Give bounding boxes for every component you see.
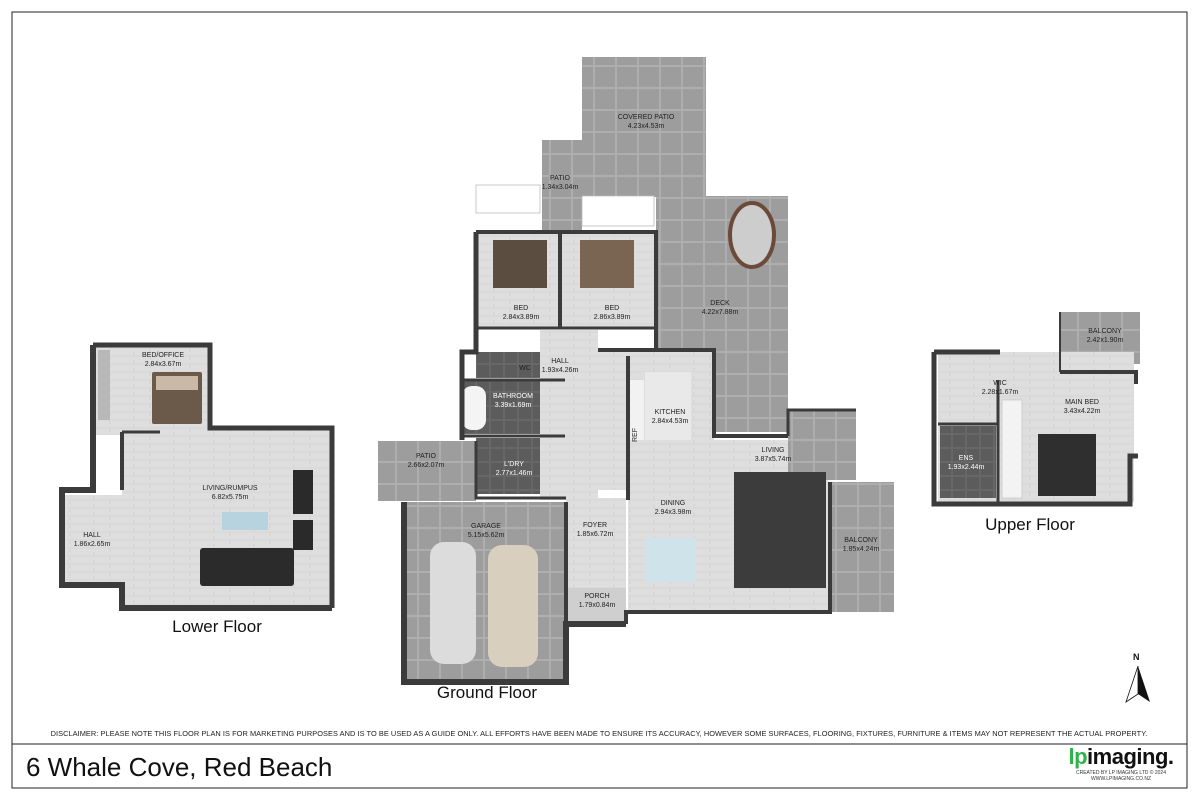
page-frame	[11, 11, 1188, 789]
room-dims-kitchen: 2.84x4.53m	[652, 418, 689, 425]
room-label-wic: WIC	[993, 380, 1007, 387]
garage-car-2	[488, 545, 538, 667]
logo-credit: CREATED BY LP IMAGING LTD © 2024	[1075, 770, 1166, 776]
lower-floor-plan	[59, 342, 335, 611]
bed-2	[580, 240, 634, 288]
room-label-living: LIVING	[762, 447, 785, 454]
room-dims-ldry: 2.77x1.46m	[496, 470, 533, 477]
floor-title-ground: Ground Floor	[437, 683, 537, 702]
deck-outdoor-lounge	[728, 201, 776, 269]
room-dims-balcony-upper: 2.42x1.90m	[1087, 337, 1124, 344]
room-dims-garage: 5.15x5.62m	[468, 532, 505, 539]
room-label-main-bed: MAIN BED	[1065, 399, 1099, 406]
room-dims-wic: 2.28x1.67m	[982, 389, 1019, 396]
room-dims-porch: 1.79x0.84m	[579, 602, 616, 609]
room-label-patio-left: PATIO	[416, 453, 437, 460]
room-label-bathroom: BATHROOM	[493, 393, 533, 400]
room-label-hall-lower: HALL	[83, 532, 101, 539]
floor-title-lower: Lower Floor	[172, 617, 262, 636]
room-dims-hall-ground: 1.93x4.26m	[542, 367, 579, 374]
room-dims-balcony-ground: 1.85x4.24m	[843, 546, 880, 553]
room-label-wc: WC	[519, 365, 531, 372]
room-label-covered-patio: COVERED PATIO	[618, 114, 675, 121]
room-dims-patio-top: 1.34x3.04m	[542, 184, 579, 191]
room-label-bed-2: BED	[605, 305, 619, 312]
room-label-bed-1: BED	[514, 305, 528, 312]
room-dims-living-rumpus: 6.82x5.75m	[212, 494, 249, 501]
room-label-ref: REF	[632, 428, 639, 442]
logo-website[interactable]: WWW.LPIMAGING.CO.NZ	[1091, 776, 1151, 782]
upper-floor-plan	[931, 312, 1140, 507]
room-label-balcony-upper: BALCONY	[1088, 328, 1122, 335]
floor-title-upper: Upper Floor	[985, 515, 1075, 534]
room-label-hall-ground: HALL	[551, 358, 569, 365]
room-dims-living: 3.87x5.74m	[755, 456, 792, 463]
logo-lp: lp	[1068, 744, 1088, 769]
room-label-dining: DINING	[661, 500, 686, 507]
compass-label: N	[1133, 652, 1140, 662]
room-dims-covered-patio: 4.23x4.53m	[628, 123, 665, 130]
dining-table	[646, 538, 696, 582]
room-label-deck: DECK	[710, 300, 730, 307]
rumpus-coffee-table	[222, 512, 268, 530]
room-label-bed-office: BED/OFFICE	[142, 352, 184, 359]
property-address: 6 Whale Cove, Red Beach	[26, 752, 333, 782]
room-dims-dining: 2.94x3.98m	[655, 509, 692, 516]
room-label-kitchen: KITCHEN	[655, 409, 686, 416]
living-rug	[734, 472, 826, 588]
room-label-foyer: FOYER	[583, 522, 607, 529]
room-dims-patio-left: 2.66x2.07m	[408, 462, 445, 469]
ground-floor-plan	[378, 57, 894, 685]
room-dims-bathroom: 3.39x1.69m	[495, 402, 532, 409]
north-arrow-icon	[1125, 665, 1150, 703]
logo-word: imaging.	[1087, 744, 1174, 769]
room-dims-ens: 1.93x2.44m	[948, 464, 985, 471]
room-dims-main-bed: 3.43x4.22m	[1064, 408, 1101, 415]
room-dims-foyer: 1.85x6.72m	[577, 531, 614, 538]
room-label-porch: PORCH	[584, 593, 609, 600]
garage-car-1	[430, 542, 476, 664]
room-label-patio-top: PATIO	[550, 175, 571, 182]
bed-1	[493, 240, 547, 288]
room-label-garage: GARAGE	[471, 523, 501, 530]
main-bed	[1038, 434, 1096, 496]
room-dims-hall-lower: 1.86x2.65m	[74, 541, 111, 548]
room-label-ldry: L'DRY	[504, 461, 524, 468]
room-label-ens: ENS	[959, 455, 974, 462]
room-dims-bed-1: 2.84x3.89m	[503, 314, 540, 321]
rumpus-sofa	[200, 548, 294, 586]
room-labels: BED/OFFICE 2.84x3.67m LIVING/RUMPUS 6.82…	[74, 114, 1124, 609]
room-dims-bed-office: 2.84x3.67m	[145, 361, 182, 368]
room-dims-bed-2: 2.86x3.89m	[594, 314, 631, 321]
lp-imaging-logo[interactable]: lpimaging. CREATED BY LP IMAGING LTD © 2…	[1062, 744, 1180, 782]
room-dims-deck: 4.22x7.88m	[702, 309, 739, 316]
room-label-balcony-ground: BALCONY	[844, 537, 878, 544]
disclaimer-text: DISCLAIMER: PLEASE NOTE THIS FLOOR PLAN …	[50, 729, 1148, 738]
room-label-living-rumpus: LIVING/RUMPUS	[202, 485, 258, 492]
